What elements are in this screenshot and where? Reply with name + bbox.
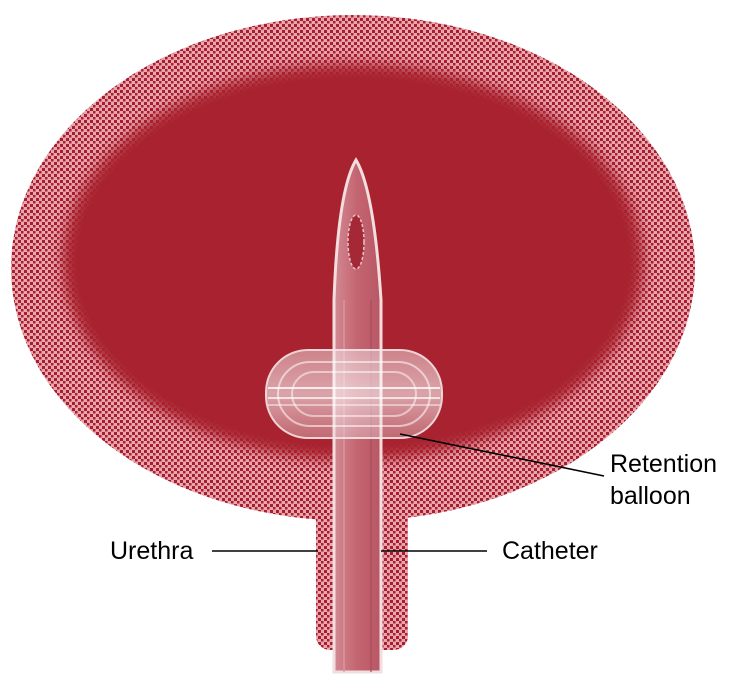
drainage-eyelet (348, 215, 364, 269)
retention-label-line2: balloon (610, 480, 717, 512)
catheter-label: Catheter (502, 536, 598, 566)
retention-label-line1: Retention (610, 448, 717, 480)
urethra-label: Urethra (110, 536, 193, 566)
retention-balloon (266, 350, 442, 438)
retention-balloon-label: Retention balloon (610, 448, 717, 512)
